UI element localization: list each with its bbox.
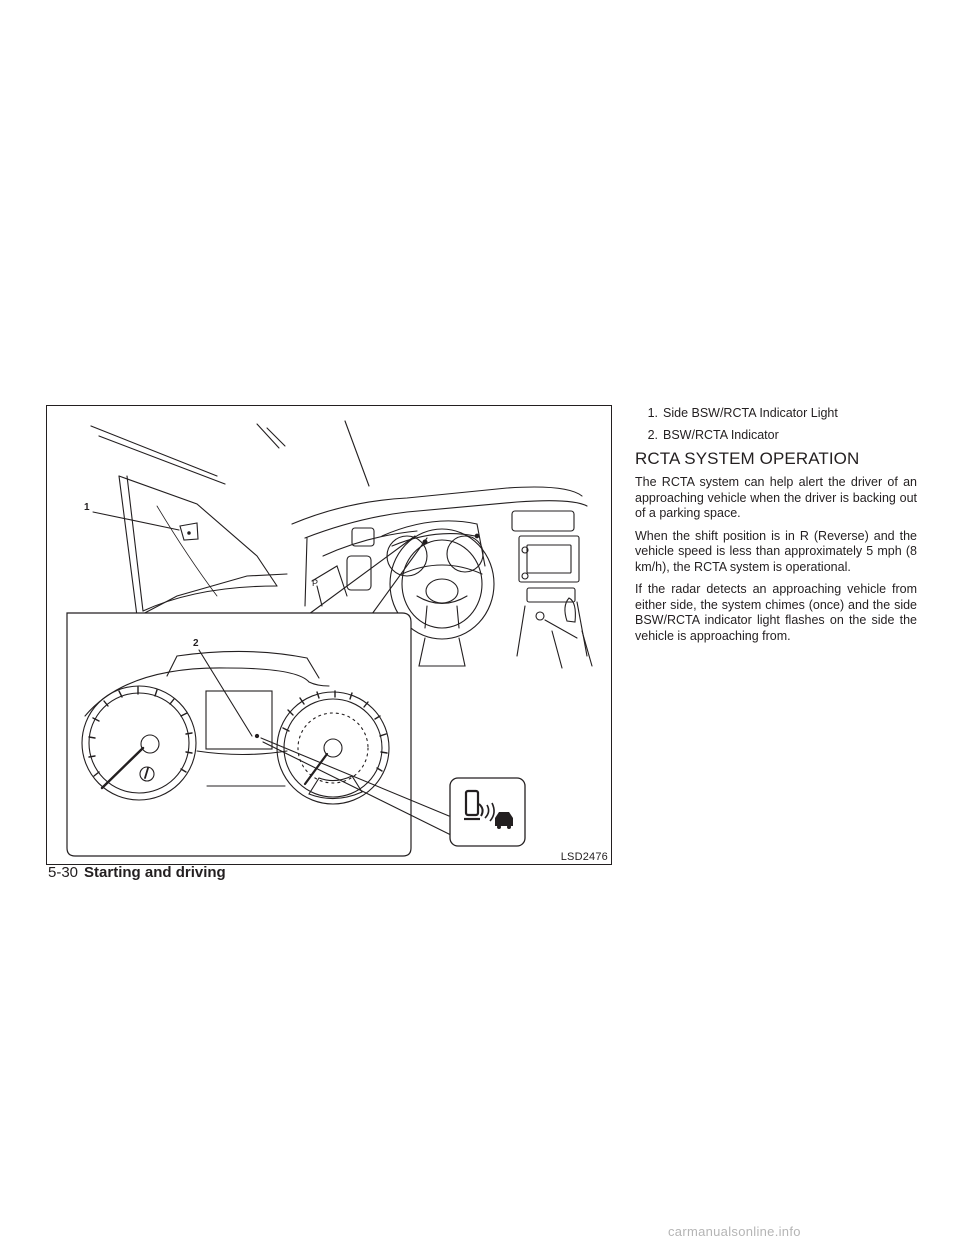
footer-section-title: Starting and driving — [84, 864, 226, 881]
bsw-rcta-indicator-icon — [449, 777, 526, 847]
legend-text: Side BSW/RCTA Indicator Light — [663, 406, 838, 420]
legend-number: 2. — [647, 428, 658, 442]
figure-code: LSD2476 — [560, 851, 608, 863]
callout-1: 1 — [84, 502, 90, 513]
figure-legend: 1. Side BSW/RCTA Indicator Light 2. BSW/RC… — [640, 405, 920, 449]
callout-2: 2 — [193, 638, 199, 649]
figure-illustration: P — [46, 405, 612, 865]
legend-number: 1. — [647, 406, 658, 420]
paragraph: The RCTA system can help alert the drive… — [635, 475, 917, 520]
paragraph: When the shift position is in R (Reverse… — [635, 528, 917, 574]
page-number: 5-30 — [48, 864, 79, 881]
dashboard-drawing: P — [66, 420, 593, 857]
legend-text: BSW/RCTA Indicator — [663, 428, 779, 442]
legend-item: 2. BSW/RCTA Indicator — [640, 427, 920, 443]
watermark: carmanualsonline.info — [668, 1224, 801, 1239]
paragraph: If the radar detects an approaching vehi… — [635, 582, 917, 643]
page-footer: 5-30 Starting and driving — [48, 864, 226, 881]
legend-item: 1. Side BSW/RCTA Indicator Light — [640, 405, 920, 421]
section-heading: RCTA SYSTEM OPERATION — [635, 449, 860, 468]
svg-text:P: P — [312, 578, 318, 588]
rcta-section: RCTA SYSTEM OPERATION The RCTA system ca… — [635, 449, 917, 651]
